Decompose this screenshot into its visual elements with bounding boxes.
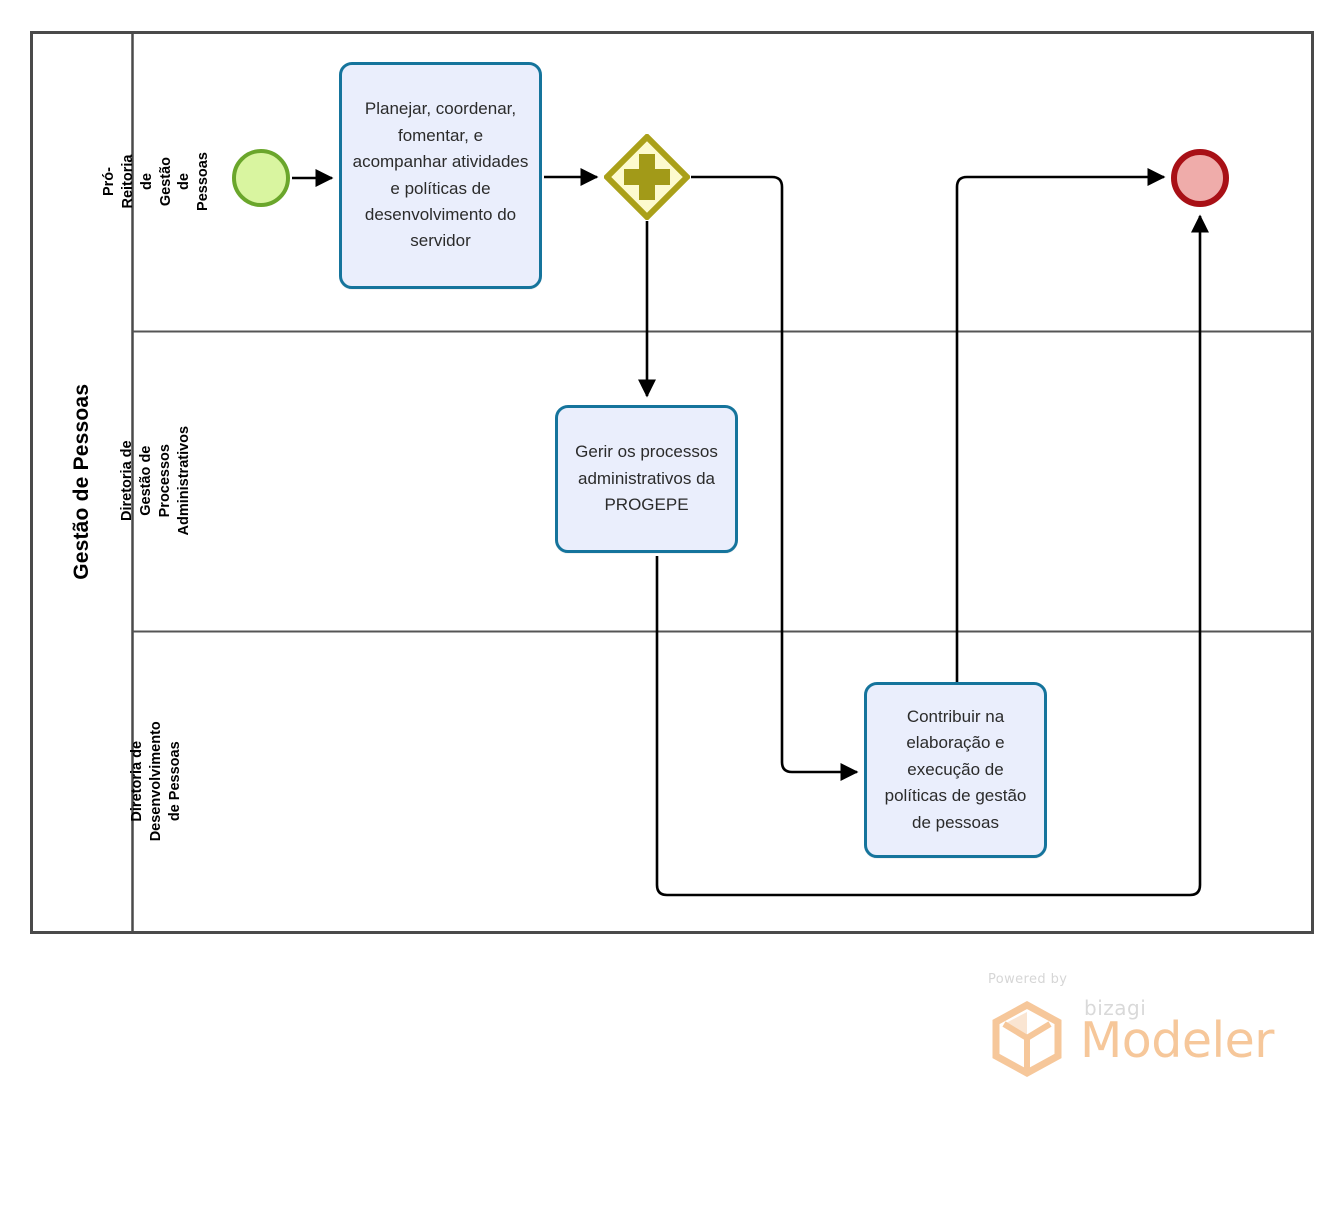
parallel-gateway[interactable]	[604, 134, 690, 220]
powered-by-label: Powered by	[988, 972, 1068, 987]
flow-gerir-to-end	[655, 214, 1210, 897]
bizagi-hexagon-logo	[992, 1001, 1062, 1077]
start-event[interactable]	[232, 149, 290, 207]
modeler-wordmark: Modeler	[1080, 1012, 1274, 1069]
bizagi-watermark: Powered by bizagi Modeler	[988, 972, 1274, 1077]
plus-icon	[624, 154, 670, 200]
pool-border	[30, 31, 1314, 934]
flow-contribuir-to-end	[955, 167, 1166, 682]
end-event[interactable]	[1171, 149, 1229, 207]
flow-gateway-to-contribuir	[691, 175, 859, 782]
task-gerir-processos-administrativos[interactable]: Gerir os processos administrativos da PR…	[555, 405, 738, 553]
bizagi-wordmark: bizagi	[1084, 996, 1147, 1020]
task-contribuir-elaboracao-politicas[interactable]: Contribuir na elaboração e execução de p…	[864, 682, 1047, 858]
task-planejar-coordenar-fomentar[interactable]: Planejar, coordenar, fomentar, e acompan…	[339, 62, 542, 289]
